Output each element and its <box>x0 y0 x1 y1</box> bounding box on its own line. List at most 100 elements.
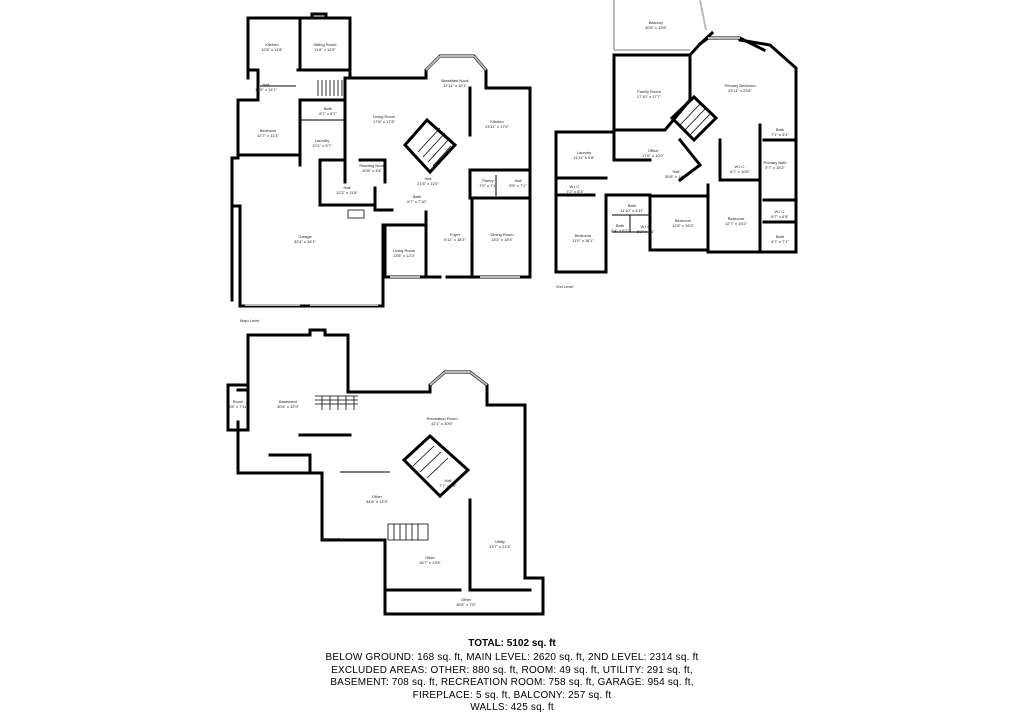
room-name: Dining Room <box>490 232 514 237</box>
room-dimensions: 13'8" x 12'2" <box>393 253 416 258</box>
room-dimensions: 30'5" x 13'6" <box>645 25 668 30</box>
summary-line-fireplace: FIREPLACE: 5 sq. ft, BALCONY: 257 sq. ft <box>412 689 612 701</box>
room-name: Other <box>461 597 472 602</box>
room-name: Laundry <box>315 138 329 143</box>
room-name: Kitchen <box>490 119 503 124</box>
room-name: Utility <box>495 539 505 544</box>
room-dimensions: 36'5" x 7'5" <box>456 602 476 607</box>
room-dimensions: 7'1" x 3'4" <box>771 132 789 137</box>
room-name: Room <box>233 399 244 404</box>
room-label-wic-a: W.I.C.6'7" x 10'6" <box>730 164 750 174</box>
basement-staircase <box>401 433 471 499</box>
second-level-outer-walls <box>554 30 798 274</box>
room-dimensions: 6'4" x 6'1" <box>611 228 629 233</box>
balcony-railing <box>613 0 707 51</box>
room-name: Hall <box>515 178 522 183</box>
room-name: Reading Nook <box>359 163 384 168</box>
room-dimensions: 7'2" x 5'3" <box>566 189 584 194</box>
room-name: Office <box>648 148 659 153</box>
room-dimensions: 16'7" x 13'6" <box>419 560 442 565</box>
room-name: Other <box>425 555 436 560</box>
room-dimensions: 5'8" x 7'11" <box>228 404 248 409</box>
room-dimensions: 30'6" x 32'9" <box>277 404 300 409</box>
second-level-staircase <box>669 94 719 143</box>
room-name: Bath <box>413 194 421 199</box>
room-name: Breakfast Nook <box>441 78 468 83</box>
room-dimensions: 11'11" x 9'8" <box>573 155 595 160</box>
main-upper-wing-walls <box>246 16 352 80</box>
summary-line-below-ground: BELOW GROUND: 168 sq. ft, MAIN LEVEL: 26… <box>325 652 699 663</box>
room-name: Balcony <box>649 20 663 25</box>
room-name: Sitting Room <box>314 42 338 47</box>
room-dimensions: 7'0" x 7'1" <box>479 183 497 188</box>
room-name: W.I.C. <box>775 209 786 214</box>
room-dimensions: 5'5" x 7'1" <box>509 183 527 188</box>
room-name: Recreation Room <box>426 416 458 421</box>
room-dimensions: 12'11" x 12'1" <box>443 83 467 88</box>
room-name: Bath <box>324 106 332 111</box>
room-name: W.I.C. <box>735 164 746 169</box>
room-name: Bedroom <box>728 216 745 221</box>
room-dimensions: 13'3" x 18'4" <box>491 237 514 242</box>
main-garage-walls <box>230 156 385 308</box>
room-dimensions: 12'8" x 16'3" <box>672 223 695 228</box>
room-dimensions: 12'7" x 11'3" <box>257 133 279 138</box>
summary-line-excluded: EXCLUDED AREAS: OTHER: 880 sq. ft, ROOM:… <box>331 664 693 676</box>
room-dimensions: 6'7" x 7'10" <box>407 199 427 204</box>
main-level-plan: Main Level <box>230 12 532 323</box>
room-name: Bath <box>776 127 784 132</box>
room-name: Basement <box>279 399 298 404</box>
room-dimensions: 17'8" x 17'8" <box>373 119 396 124</box>
room-name: Bath <box>776 234 784 239</box>
main-west-wing-walls <box>236 68 347 167</box>
room-dimensions: 6'7" x 7'1" <box>771 239 789 244</box>
room-label-wic-b: W.I.C.7'2" x 5'3" <box>566 184 584 194</box>
room-name: Bedroom <box>260 128 277 133</box>
room-name: Hall <box>344 185 351 190</box>
room-name: Bath <box>616 223 624 228</box>
second-level-label: 2nd Level <box>556 284 573 289</box>
room-dimensions: 10'8" x 4'8" <box>362 168 382 173</box>
room-dimensions: 11'10" x 4'11" <box>620 208 644 213</box>
basement-plan: Basement <box>226 328 545 616</box>
room-name: Family Room <box>637 89 661 94</box>
main-level-label: Main Level <box>240 318 259 323</box>
room-name: Bedroom <box>675 218 692 223</box>
room-name: Living Room <box>393 248 416 253</box>
room-name: Kitchen <box>265 42 278 47</box>
room-name: Laundry <box>577 150 591 155</box>
basement-outer-walls <box>236 328 545 616</box>
room-label-wic-c: W.I.C.6'7" x 6'5" <box>771 209 789 219</box>
area-summary: TOTAL: 5102 sq. ft BELOW GROUND: 168 sq.… <box>0 638 1024 715</box>
